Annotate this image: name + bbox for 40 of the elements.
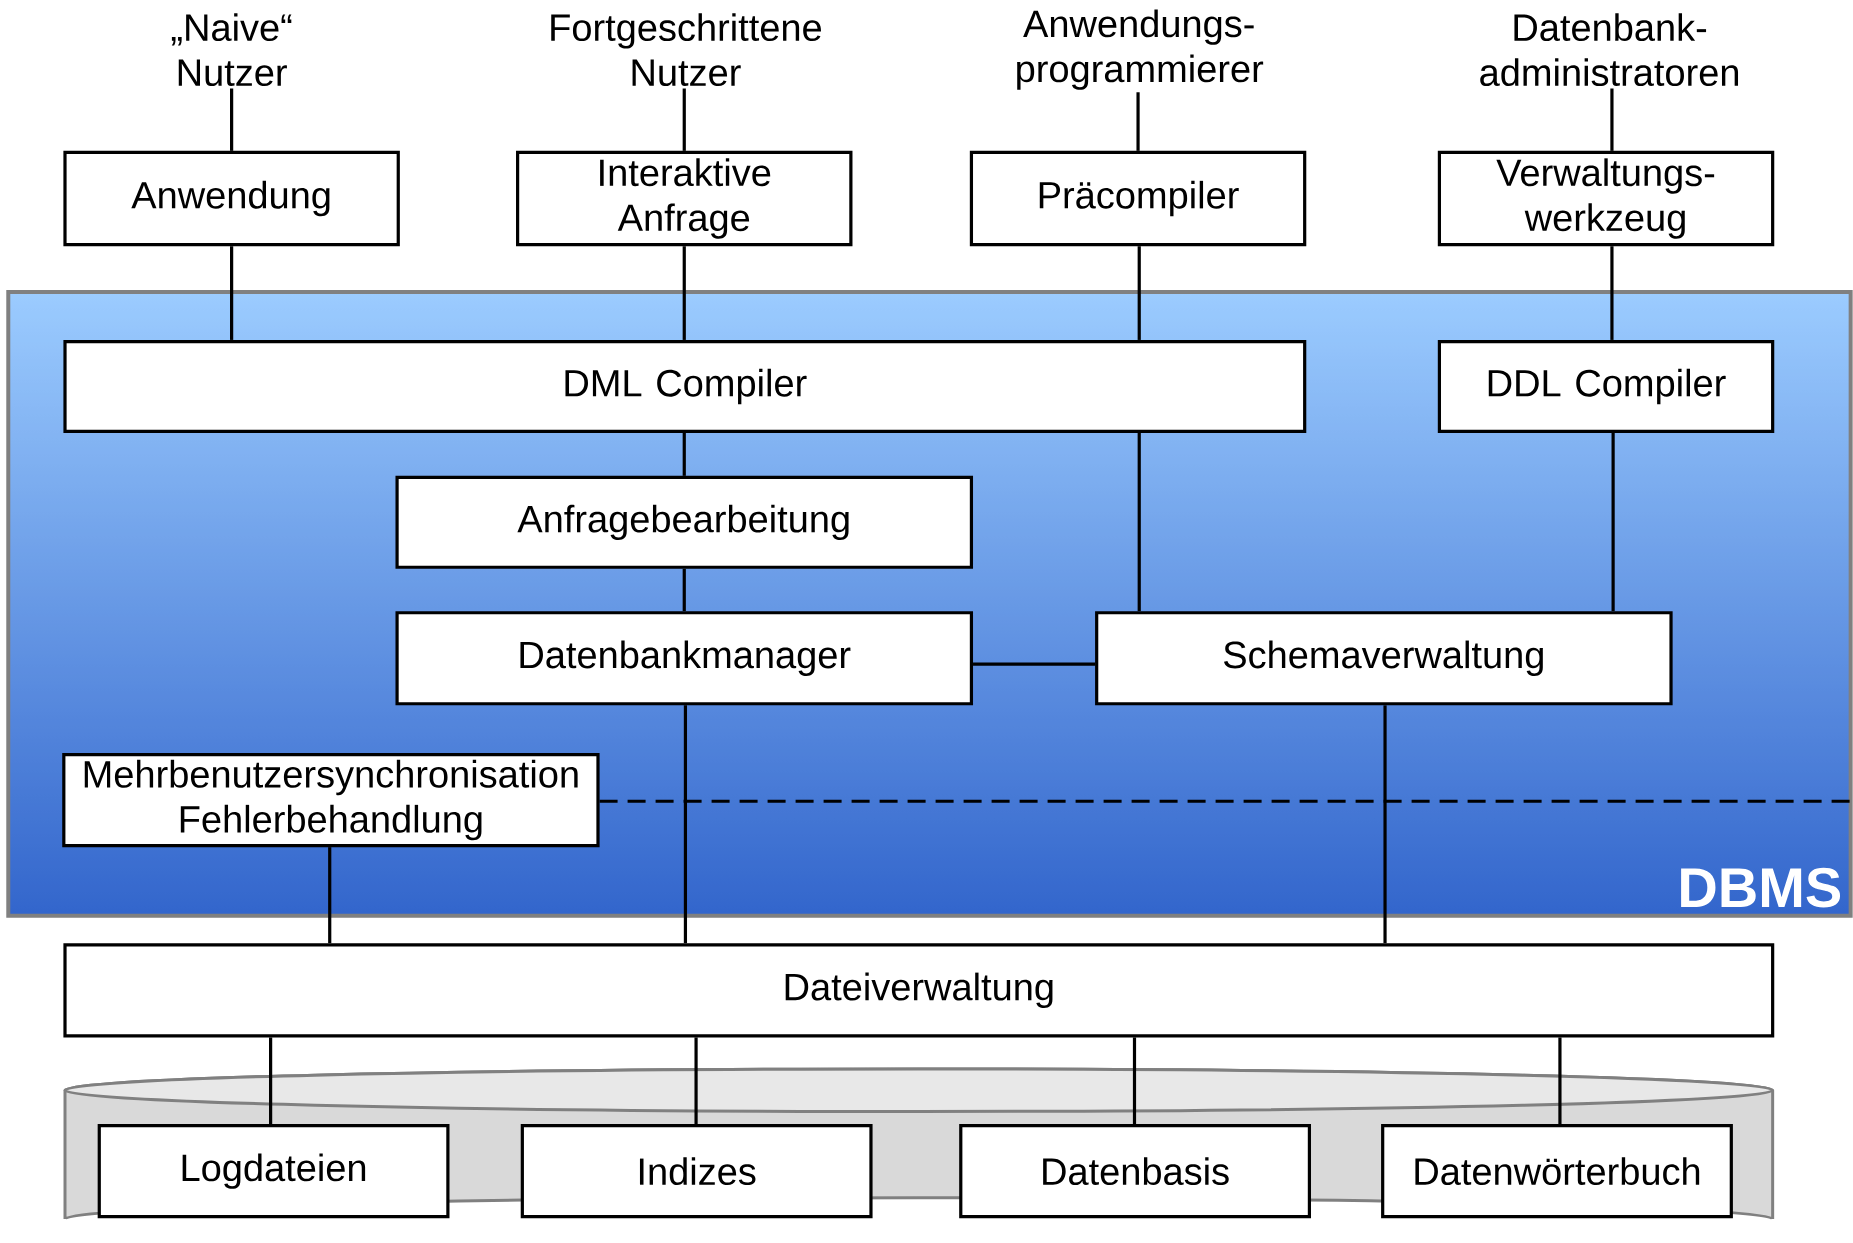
connector-line (682, 568, 686, 612)
component-box: Datenwörterbuch (1381, 1124, 1733, 1219)
connector-line (1610, 88, 1614, 151)
connector-line (973, 662, 1096, 666)
connector-line (230, 246, 234, 340)
connector-line (682, 246, 686, 340)
component-box: Interaktive Anfrage (516, 150, 853, 247)
component-box: DDL Compiler (1437, 339, 1775, 433)
connector-line (328, 847, 332, 944)
component-box: Anfragebearbeitung (395, 475, 973, 569)
component-box: Präcompiler (969, 150, 1307, 247)
component-box: Datenbasis (959, 1124, 1311, 1219)
connector-line (694, 1037, 698, 1125)
component-box: Indizes (520, 1124, 873, 1219)
component-box: Mehrbenutzersynchronisation Fehlerbehandlung (62, 752, 600, 848)
component-box: Datenbankmanager (395, 611, 973, 706)
connector-line (683, 705, 688, 944)
connector-line (1611, 432, 1615, 612)
connector-line (269, 1037, 273, 1125)
component-box: Schemaverwaltung (1095, 611, 1673, 706)
connector-line (1136, 92, 1140, 151)
component-box: Anwendung (63, 150, 400, 247)
connector-line (682, 432, 686, 476)
user-label: Anwendungs-programmierer (1017, 9, 1264, 90)
connector-line (1383, 705, 1387, 944)
connector-line (599, 799, 1851, 803)
user-label: Fortgeschrittene Nutzer (551, 13, 821, 87)
component-box: DML Compiler (63, 339, 1307, 433)
connector-line (1610, 246, 1614, 340)
connector-line (1137, 432, 1141, 612)
user-label: Datenbank-administratoren (1480, 13, 1738, 87)
connector-line (1137, 246, 1141, 340)
connector-line (1132, 1037, 1137, 1125)
component-box: Dateiverwaltung (63, 943, 1775, 1038)
connector-line (1558, 1037, 1562, 1125)
connector-line (230, 88, 234, 151)
component-box: Verwaltungs-werkzeug (1437, 150, 1775, 247)
connector-line (682, 88, 686, 151)
component-box: Logdateien (97, 1124, 450, 1219)
user-label: „Naive“ Nutzer (171, 13, 292, 87)
